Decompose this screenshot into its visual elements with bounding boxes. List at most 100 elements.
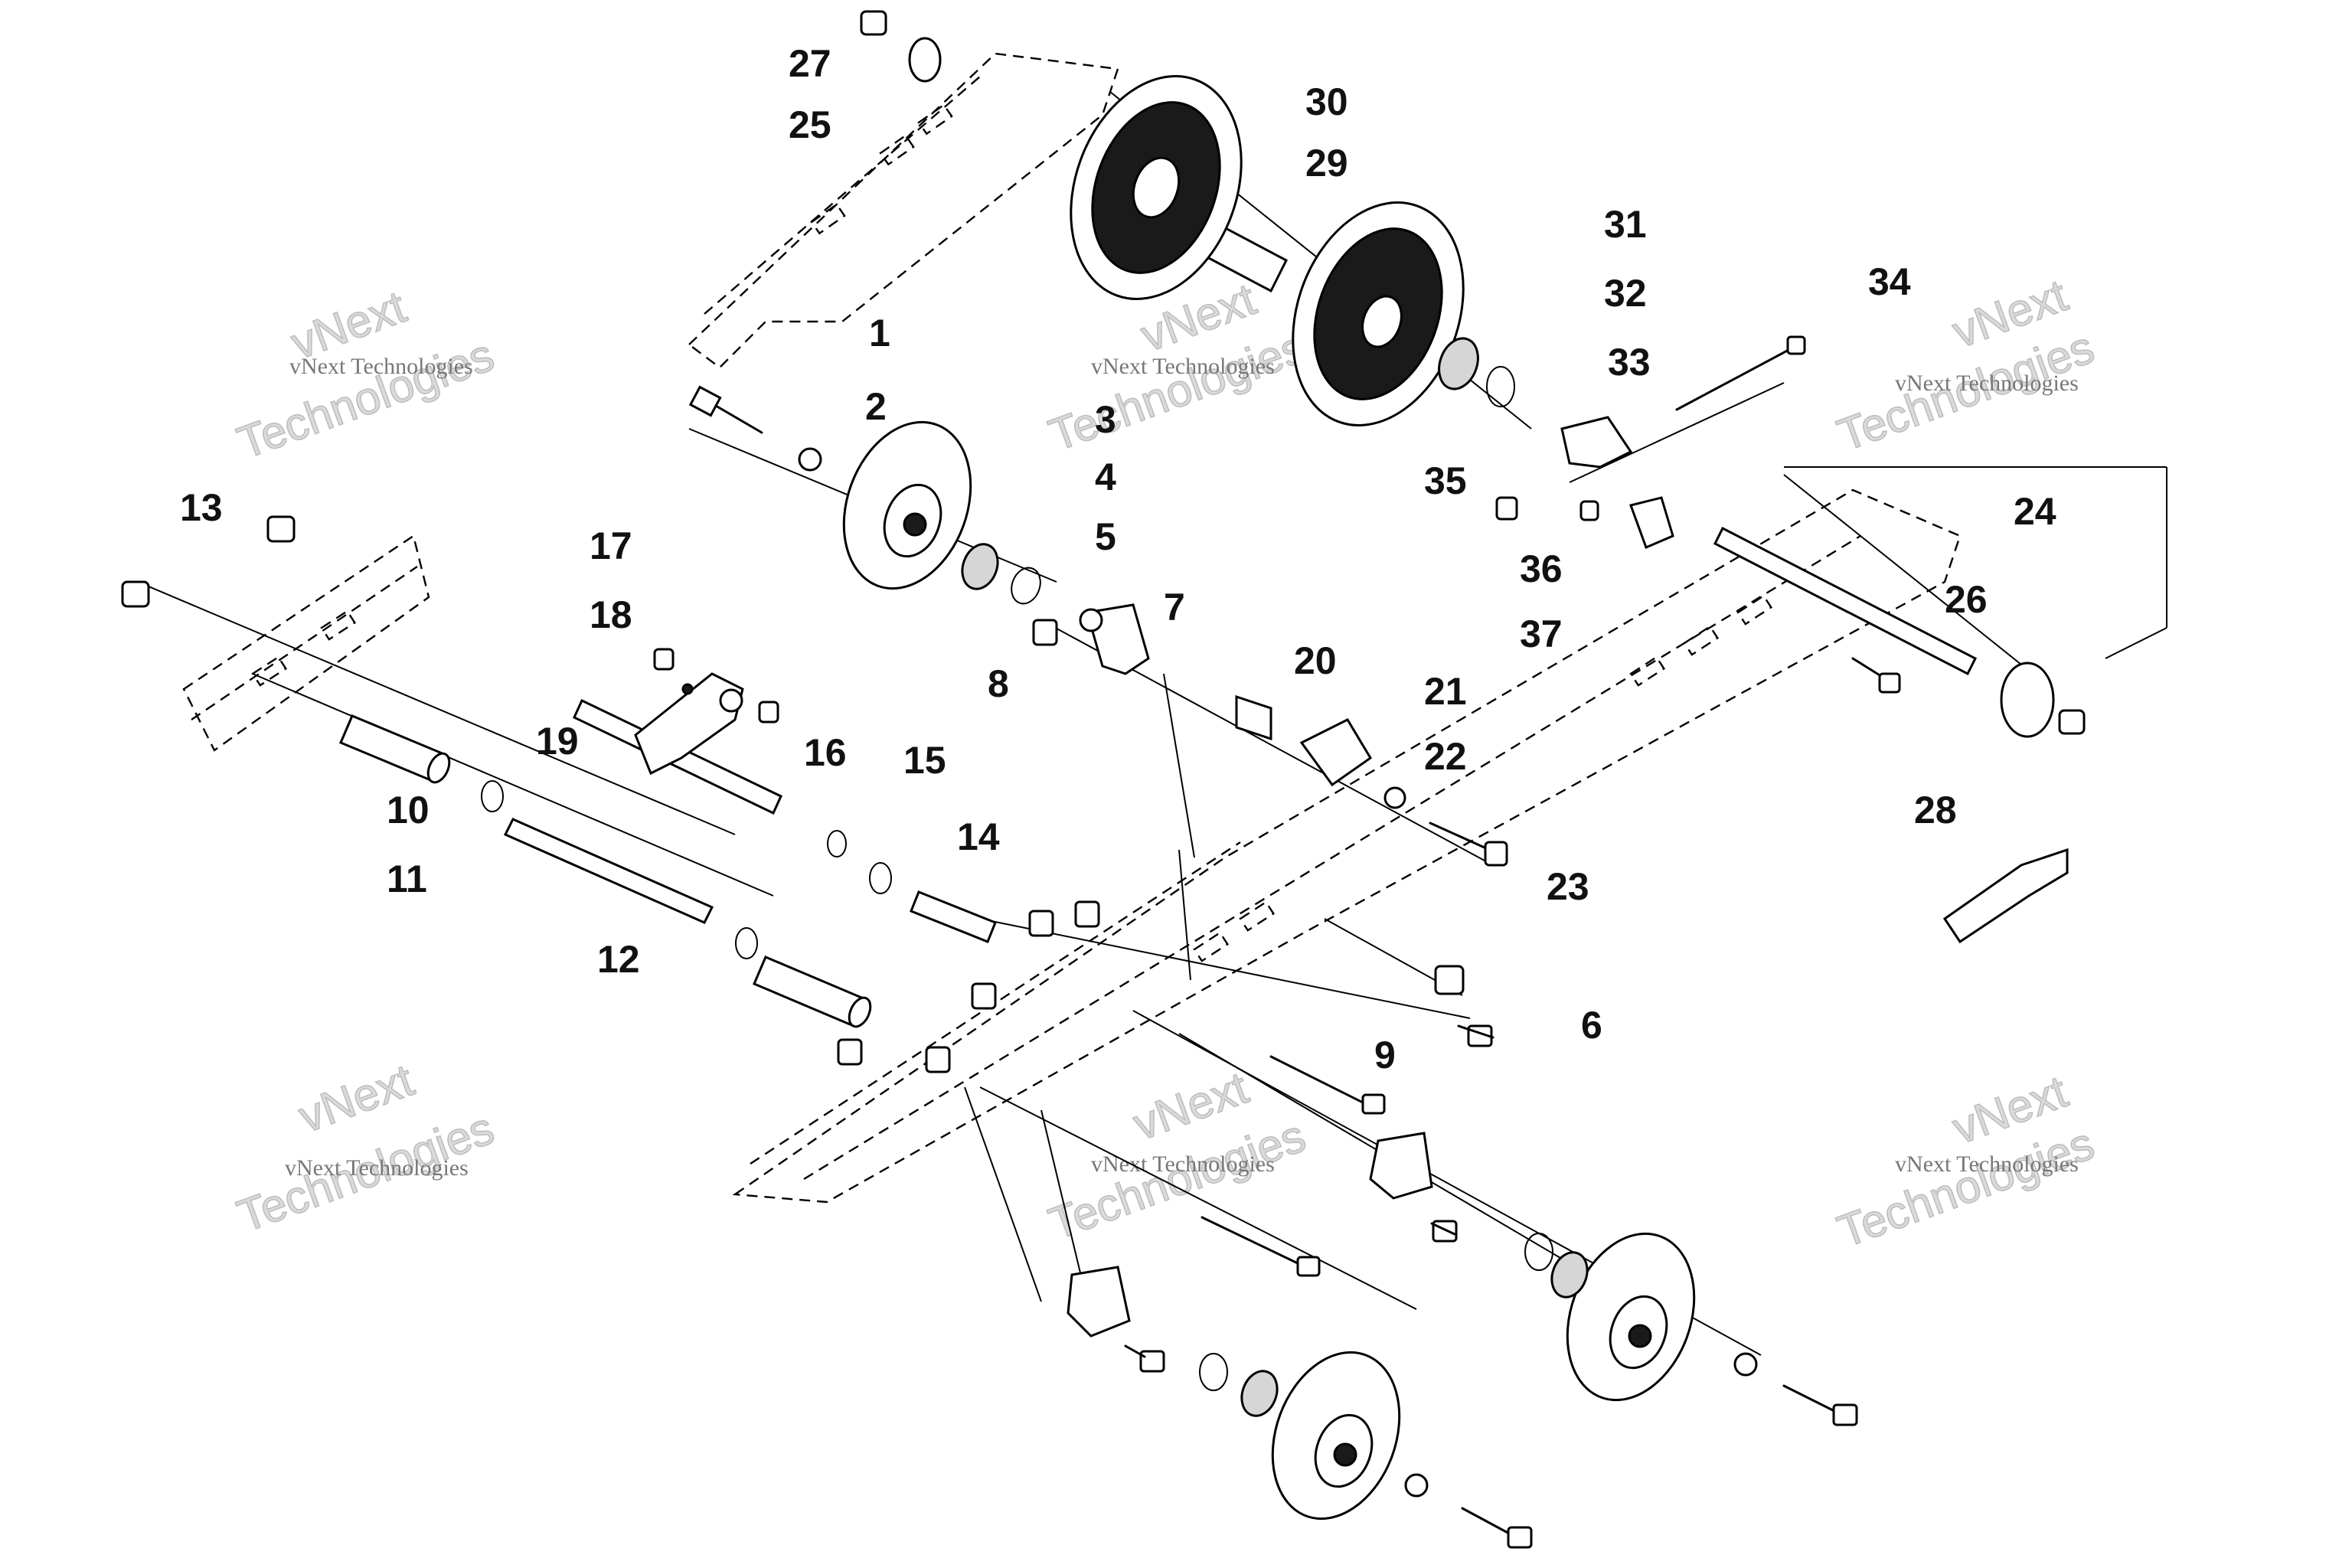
block-21 bbox=[1299, 718, 1373, 787]
axle-bracket-7-upper bbox=[1079, 603, 1150, 675]
spacer-10-lower bbox=[753, 956, 872, 1028]
snap-ring-5-left bbox=[1199, 1353, 1228, 1391]
svg-text:vNext Technologies: vNext Technologies bbox=[1895, 371, 2079, 396]
svg-text:2: 2 bbox=[865, 385, 887, 428]
svg-text:vNext Technologies: vNext Technologies bbox=[285, 1155, 469, 1181]
idler-wheel-3-left bbox=[1271, 1351, 1401, 1521]
bolt-6-b bbox=[1430, 1220, 1458, 1243]
svg-text:19: 19 bbox=[536, 720, 579, 763]
svg-text:37: 37 bbox=[1520, 612, 1563, 655]
ring-11-c bbox=[869, 862, 892, 894]
nut-13-b bbox=[121, 580, 150, 608]
watermark-top-left: vNext Technologies vNext Technologies bbox=[230, 280, 501, 469]
nut-33 bbox=[1495, 496, 1518, 521]
svg-text:29: 29 bbox=[1305, 142, 1348, 185]
bolt-6-a bbox=[1457, 1024, 1494, 1047]
cap-18-b bbox=[758, 701, 779, 724]
large-wheel-28-left bbox=[1070, 75, 1243, 300]
snap-ring-5-upper bbox=[1011, 567, 1041, 605]
adjuster-bolt-32 bbox=[1675, 335, 1806, 411]
nut-8-d bbox=[837, 1038, 951, 1073]
rear-axle-24 bbox=[1713, 526, 1978, 676]
svg-text:10: 10 bbox=[387, 789, 430, 831]
washer-22 bbox=[1383, 786, 1406, 809]
bearing-4-left bbox=[1240, 1370, 1279, 1417]
bearing-29 bbox=[1438, 337, 1479, 390]
bolt-1-upper bbox=[688, 385, 763, 434]
svg-text:vNext Technologies: vNext Technologies bbox=[289, 354, 473, 379]
washer-2-left bbox=[1404, 1473, 1429, 1498]
svg-text:22: 22 bbox=[1424, 735, 1467, 778]
svg-text:28: 28 bbox=[1914, 789, 1957, 831]
ring-11-b bbox=[735, 927, 758, 959]
bolt-36 bbox=[1851, 657, 1901, 694]
ring-11-a bbox=[481, 780, 504, 812]
washer-2-right bbox=[1733, 1352, 1758, 1377]
svg-text:31: 31 bbox=[1604, 203, 1647, 246]
svg-text:Technologies: Technologies bbox=[231, 328, 501, 469]
hub-25-lower bbox=[2000, 662, 2055, 738]
spacer-14 bbox=[910, 890, 997, 943]
svg-text:34: 34 bbox=[1868, 260, 1911, 303]
bolt-1-left bbox=[1461, 1507, 1533, 1549]
cap-26-upper bbox=[860, 10, 887, 36]
snap-ring-30 bbox=[1486, 366, 1515, 407]
spacer-10-upper bbox=[339, 714, 451, 784]
bolt-9-a bbox=[1269, 1055, 1386, 1115]
svg-text:5: 5 bbox=[1095, 515, 1116, 558]
svg-text:vNext Technologies: vNext Technologies bbox=[1895, 1152, 2079, 1177]
svg-text:13: 13 bbox=[180, 486, 223, 529]
svg-text:24: 24 bbox=[2014, 490, 2056, 533]
svg-text:17: 17 bbox=[590, 524, 632, 567]
svg-text:36: 36 bbox=[1520, 547, 1563, 590]
washer-2-upper bbox=[798, 447, 822, 472]
svg-text:4: 4 bbox=[1095, 456, 1116, 498]
nut-8-b bbox=[1028, 900, 1100, 937]
watermark-bottom-right: vNext Technologies vNext Technologies bbox=[1831, 1065, 2102, 1258]
svg-text:25: 25 bbox=[789, 103, 831, 146]
svg-text:1: 1 bbox=[869, 312, 890, 354]
ring-15 bbox=[827, 830, 847, 858]
svg-text:27: 27 bbox=[789, 42, 831, 85]
svg-text:6: 6 bbox=[1581, 1004, 1602, 1047]
svg-text:15: 15 bbox=[903, 739, 946, 782]
hub-25-upper bbox=[908, 37, 942, 83]
svg-text:vNext: vNext bbox=[292, 1054, 420, 1143]
tensioner-31 bbox=[1560, 416, 1633, 469]
nut-8-c bbox=[971, 982, 997, 1010]
nut-34 bbox=[1579, 500, 1599, 521]
block-35 bbox=[1629, 496, 1674, 550]
svg-text:32: 32 bbox=[1604, 272, 1647, 315]
left-rail bbox=[182, 534, 430, 752]
nut-8-a bbox=[1032, 619, 1058, 646]
axle-bracket-7-left bbox=[1067, 1266, 1131, 1338]
nut-8-e bbox=[1434, 965, 1465, 995]
idler-wheel-3-upper bbox=[842, 420, 972, 590]
bolt-6-c bbox=[1124, 1344, 1165, 1373]
svg-text:21: 21 bbox=[1424, 670, 1467, 713]
bolt-23 bbox=[1429, 822, 1508, 867]
pin-19 bbox=[681, 683, 694, 695]
arm-17 bbox=[634, 672, 744, 776]
main-rail bbox=[732, 488, 1962, 1204]
svg-text:23: 23 bbox=[1547, 865, 1589, 908]
bushing-20 bbox=[1235, 694, 1272, 741]
watermark-bottom-center: vNext Technologies vNext Technologies bbox=[1042, 1061, 1313, 1250]
watermark-top-center: vNext Technologies vNext Technologies bbox=[1042, 273, 1313, 462]
svg-text:8: 8 bbox=[988, 662, 1009, 705]
svg-text:vNext Technologies: vNext Technologies bbox=[1091, 354, 1275, 379]
bolt-9-b bbox=[1200, 1216, 1321, 1277]
axle-bracket-7-right bbox=[1369, 1132, 1433, 1200]
idler-wheel-3-right bbox=[1566, 1232, 1696, 1402]
svg-text:3: 3 bbox=[1095, 398, 1116, 441]
svg-text:20: 20 bbox=[1294, 639, 1337, 682]
large-wheel-28-right bbox=[1292, 201, 1465, 426]
svg-text:26: 26 bbox=[1945, 578, 1988, 621]
shaft-12 bbox=[503, 818, 714, 924]
snap-ring-5-right bbox=[1524, 1233, 1553, 1271]
nut-13-a bbox=[266, 515, 296, 543]
callout-labels: 1 2 3 4 5 6 7 8 9 10 11 12 13 14 15 16 1… bbox=[180, 42, 2056, 1076]
bearing-4-upper bbox=[961, 543, 999, 590]
svg-text:vNext Technologies: vNext Technologies bbox=[1091, 1152, 1275, 1177]
